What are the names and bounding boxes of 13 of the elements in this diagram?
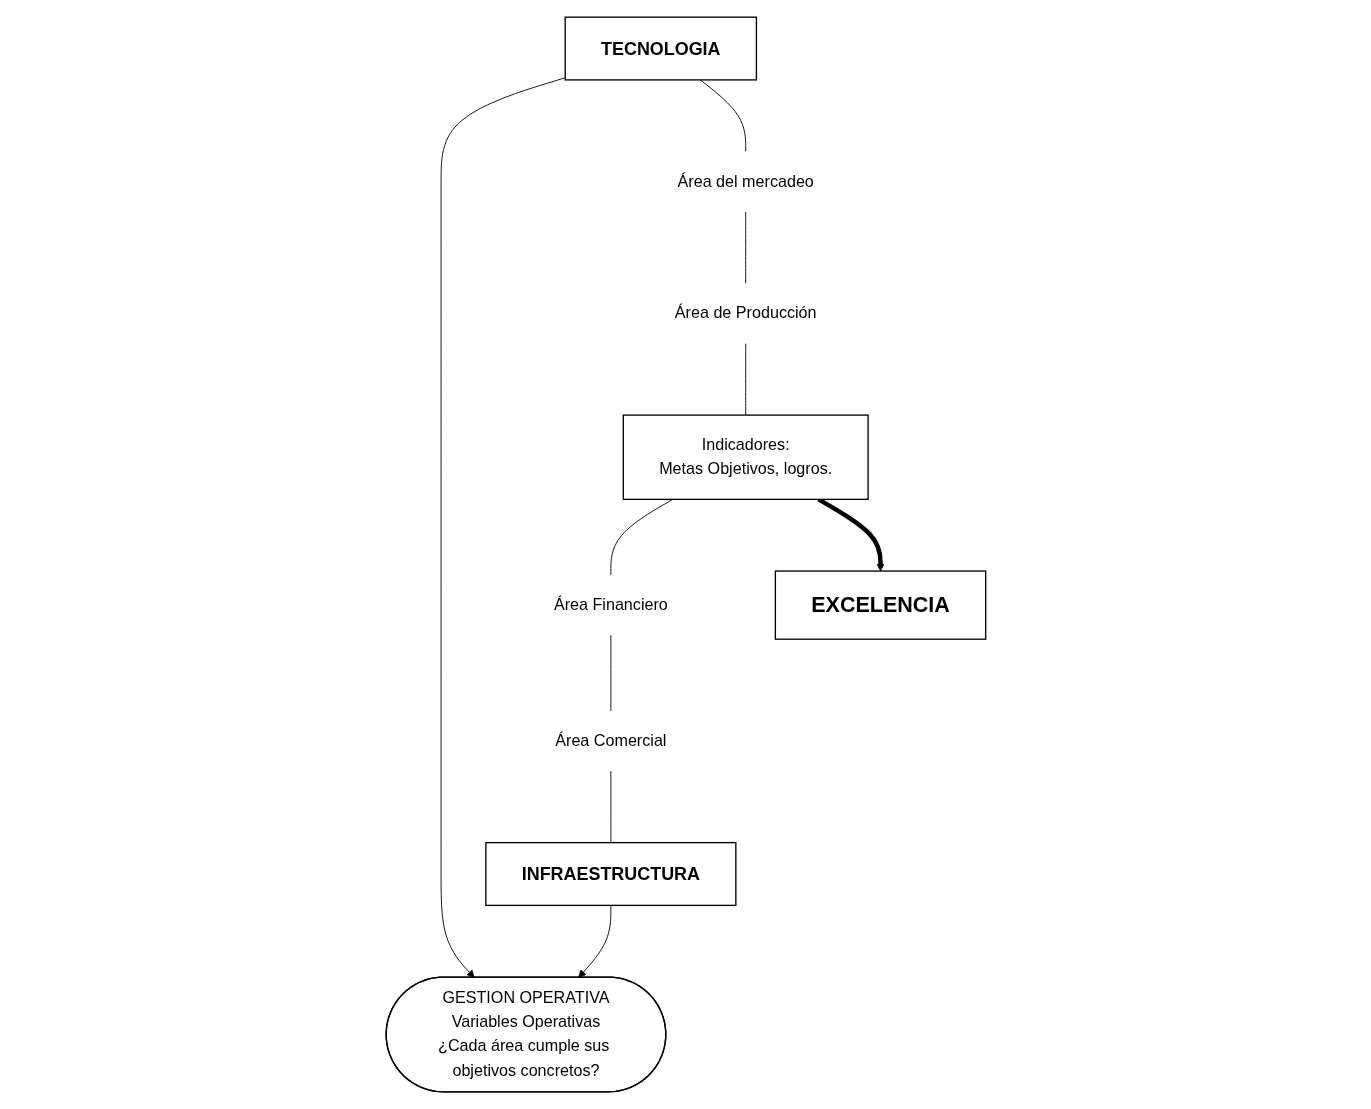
node-box: INFRAESTRUCTURA (484, 842, 737, 907)
node-box: Indicadores: Metas Objetivos, logros. (622, 414, 869, 501)
node-box: TECNOLOGIA (564, 16, 757, 81)
connector (744, 343, 746, 416)
node-text: Área Financiero (553, 595, 668, 614)
connector (609, 770, 611, 844)
node-text: Área del mercadeo (677, 172, 814, 191)
connector (699, 79, 746, 153)
node-text: Área Comercial (554, 731, 667, 750)
connector (609, 498, 673, 576)
node-text: Área de Producción (674, 303, 817, 322)
connector (744, 211, 746, 284)
node-box: EXCELENCIA (774, 570, 986, 640)
